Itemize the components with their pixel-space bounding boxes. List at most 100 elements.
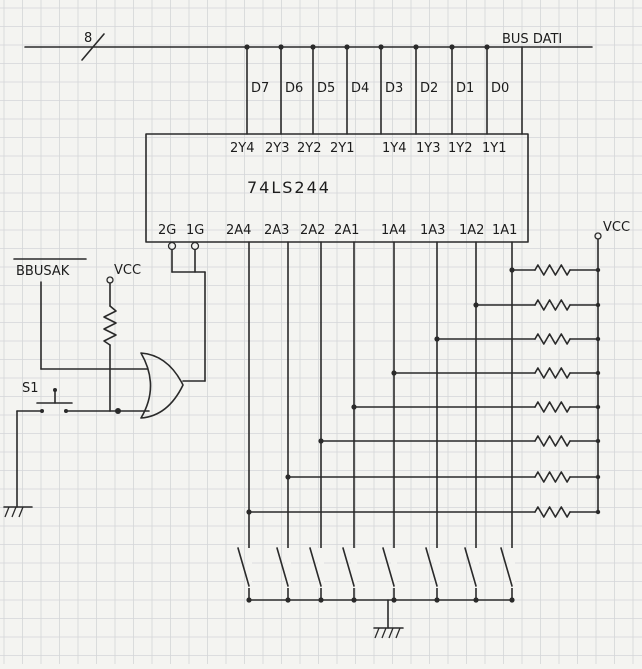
switch-contact-right bbox=[64, 409, 68, 413]
pin-2a3-label: 2A3 bbox=[264, 223, 289, 238]
dip-switch-blade bbox=[464, 547, 477, 587]
switch-gap bbox=[246, 548, 252, 588]
chip-body bbox=[145, 133, 529, 243]
data-line-label: D7 bbox=[251, 81, 269, 96]
bus-junction bbox=[278, 44, 284, 50]
pin-1y2-label: 1Y2 bbox=[448, 141, 472, 156]
dip-switch-blade bbox=[237, 547, 250, 587]
switch-gap bbox=[473, 548, 479, 588]
pullup-resistor bbox=[534, 299, 571, 311]
pin-2y4-label: 2Y4 bbox=[230, 141, 254, 156]
pullup-resistor bbox=[534, 435, 571, 447]
dip-switch-blade bbox=[309, 547, 322, 587]
ground-left-hatch-1 bbox=[4, 506, 10, 518]
data-line-label: D1 bbox=[456, 81, 474, 96]
ground-left-hatch-3 bbox=[18, 506, 24, 518]
pin-1a3-label: 1A3 bbox=[420, 223, 445, 238]
ground-bottom-hatch-3 bbox=[388, 627, 394, 639]
busak-label: BBUSAK bbox=[16, 264, 70, 279]
rail-junction-dot bbox=[595, 509, 601, 515]
junction-dot bbox=[509, 267, 515, 273]
bottom-ground bbox=[248, 599, 513, 639]
ground-bottom-hatch-2 bbox=[381, 627, 387, 639]
data-line-label: D4 bbox=[351, 81, 369, 96]
pullup-resistor bbox=[534, 333, 571, 345]
pullup-resistor bbox=[534, 264, 571, 276]
rail-junction-dot bbox=[595, 370, 601, 376]
data-line-label: D2 bbox=[420, 81, 438, 96]
bus-width-label: 8 bbox=[84, 31, 92, 46]
switch-gap bbox=[391, 548, 397, 588]
pin-1g-label: 1G bbox=[186, 223, 204, 238]
junction-dot bbox=[285, 474, 291, 480]
chip-y-pins: 2Y4 2Y3 2Y2 2Y1 1Y4 1Y3 1Y2 1Y1 bbox=[230, 141, 506, 156]
vcc-left-label: VCC bbox=[114, 263, 141, 278]
rail-junction-dot bbox=[595, 438, 601, 444]
chip-name: 74LS244 bbox=[247, 178, 331, 197]
vcc-left-terminal bbox=[106, 276, 114, 284]
junction-dot bbox=[434, 336, 440, 342]
switch-gap bbox=[351, 548, 357, 588]
ground-bottom-hatch-4 bbox=[395, 627, 401, 639]
pin-1y1-label: 1Y1 bbox=[482, 141, 506, 156]
bus-junction bbox=[310, 44, 316, 50]
data-line-label: D0 bbox=[491, 81, 509, 96]
ground-left-hatch-2 bbox=[11, 506, 17, 518]
bus-junction bbox=[413, 44, 419, 50]
switch-gap bbox=[318, 548, 324, 588]
left-pullup: VCC bbox=[103, 263, 150, 414]
junction-dot bbox=[391, 370, 397, 376]
busak-input: BBUSAK bbox=[13, 258, 148, 370]
input-lines bbox=[246, 241, 601, 601]
rail-junction-dot bbox=[595, 474, 601, 480]
switch-label: S1 bbox=[22, 381, 39, 396]
rail-junction-dot bbox=[595, 404, 601, 410]
vcc-right-label: VCC bbox=[603, 220, 630, 235]
dip-switch-blade bbox=[500, 547, 513, 587]
bus-junction bbox=[378, 44, 384, 50]
bus-width-slash bbox=[81, 33, 105, 61]
switch-gap bbox=[285, 548, 291, 588]
bus-junction bbox=[449, 44, 455, 50]
dip-switch-blade bbox=[382, 547, 395, 587]
pin-2a4-label: 2A4 bbox=[226, 223, 251, 238]
pullup-resistor bbox=[534, 471, 571, 483]
bus-junction bbox=[484, 44, 490, 50]
pin-2y3-label: 2Y3 bbox=[265, 141, 289, 156]
rail-junction-dot bbox=[595, 336, 601, 342]
pin-1a1-label: 1A1 bbox=[492, 223, 517, 238]
chip-74ls244: 74LS244 bbox=[145, 133, 529, 243]
enable-inputs: 2G 1G bbox=[158, 223, 206, 382]
right-vcc-rail: VCC bbox=[594, 220, 630, 513]
junction-dot bbox=[115, 408, 121, 414]
dip-switch-blade bbox=[425, 547, 438, 587]
ground-bottom-hatch-1 bbox=[374, 627, 380, 639]
data-line-label: D5 bbox=[317, 81, 335, 96]
pin-1y3-label: 1Y3 bbox=[416, 141, 440, 156]
pin-2y1-label: 2Y1 bbox=[330, 141, 354, 156]
bus-junction bbox=[244, 44, 250, 50]
pullup-resistor bbox=[534, 401, 571, 413]
dip-switch-blade bbox=[276, 547, 289, 587]
or-gate-symbol bbox=[140, 352, 184, 419]
bus-label: BUS DATI bbox=[502, 32, 562, 47]
pullup-resistor bbox=[103, 305, 117, 346]
pin-2y2-label: 2Y2 bbox=[297, 141, 321, 156]
pin-2a2-label: 2A2 bbox=[300, 223, 325, 238]
junction-dot bbox=[351, 404, 357, 410]
switch-gap bbox=[509, 548, 515, 588]
pin-1a2-label: 1A2 bbox=[459, 223, 484, 238]
dip-switches bbox=[237, 547, 515, 603]
switch-contact-left bbox=[40, 409, 44, 413]
pin-2a1-label: 2A1 bbox=[334, 223, 359, 238]
switch-gap bbox=[434, 548, 440, 588]
rail-junction-dot bbox=[595, 267, 601, 273]
pin-1y4-label: 1Y4 bbox=[382, 141, 406, 156]
dip-switch-blade bbox=[342, 547, 355, 587]
bus-junction bbox=[344, 44, 350, 50]
